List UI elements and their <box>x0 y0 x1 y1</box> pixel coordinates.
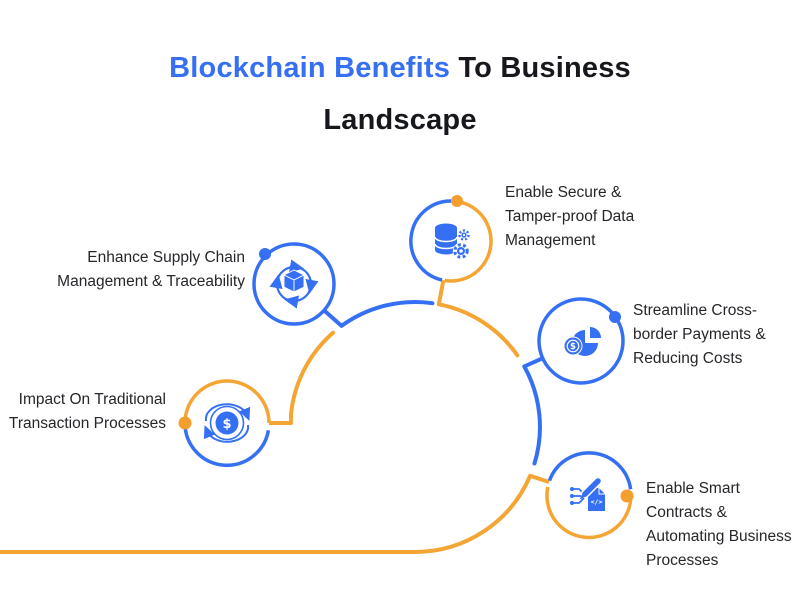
label-line: Enable Secure & <box>505 184 622 201</box>
pen-nib <box>579 492 587 500</box>
label-line: Enable Smart <box>646 480 740 497</box>
node-payments: $ <box>537 297 625 385</box>
curve-right-blue <box>522 356 545 466</box>
transactions-ring-blue <box>183 422 271 467</box>
gear-small <box>458 229 470 241</box>
cycle-arrows <box>269 259 319 309</box>
code-glyph: </> <box>591 498 603 506</box>
label-line: Processes <box>646 552 719 569</box>
node-supply-chain <box>252 242 336 326</box>
node-transactions: $ <box>178 379 271 467</box>
contract-code-pen-icon: </> <box>570 476 605 511</box>
curve-bottom-yellow <box>0 473 550 554</box>
gears <box>452 229 470 260</box>
database-gear-icon <box>434 223 470 260</box>
label-smart-contracts: Enable Smart Contracts & Automating Busi… <box>646 477 792 573</box>
document-fold <box>598 488 605 495</box>
node-data-management <box>409 195 493 283</box>
label-supply-chain: Enhance Supply Chain Management & Tracea… <box>57 246 245 294</box>
pie-chart-dollar-icon: $ <box>563 327 601 356</box>
label-line: Management & Traceability <box>57 273 245 290</box>
label-line: Management <box>505 232 596 249</box>
contracts-ring-yellow <box>545 486 633 540</box>
label-line: Contracts & <box>646 504 727 521</box>
label-line: Tamper-proof Data <box>505 208 635 225</box>
dollar-glyph: $ <box>222 417 231 432</box>
data-ring-blue <box>409 199 452 282</box>
coin-dollar-glyph: $ <box>570 342 576 352</box>
label-transactions: Impact On Traditional Transaction Proces… <box>9 388 166 436</box>
dollar-exchange-icon: $ <box>203 403 251 443</box>
page-title: Blockchain Benefits To Business Landscap… <box>0 42 800 146</box>
node-smart-contracts: </> <box>545 451 634 540</box>
label-line: border Payments & <box>633 326 766 343</box>
cube <box>282 269 306 293</box>
label-line: Impact On Traditional <box>18 391 166 408</box>
curve-topright-yellow <box>436 278 520 358</box>
gear-large <box>453 243 469 259</box>
swap-arrow-top <box>204 403 251 422</box>
label-line: Streamline Cross- <box>633 302 758 319</box>
pie-slice <box>590 327 601 338</box>
label-data-management: Enable Secure & Tamper-proof Data Manage… <box>505 181 634 253</box>
main-curve <box>0 278 550 554</box>
label-line: Reducing Costs <box>633 350 743 367</box>
data-management-dot <box>451 195 463 207</box>
title-line2: Landscape <box>323 104 477 136</box>
title-rest: To Business <box>458 52 631 84</box>
database-cylinder <box>434 223 458 255</box>
data-ring-yellow <box>444 199 493 283</box>
curve-topleft-blue <box>322 299 435 328</box>
transactions-dot <box>178 416 192 430</box>
payments-dot <box>609 311 621 323</box>
label-line: Automating Business <box>646 528 792 545</box>
cube-cycle-icon <box>269 259 319 309</box>
title-highlight: Blockchain Benefits <box>169 52 451 84</box>
transactions-ring-yellow <box>183 379 271 424</box>
label-line: Enhance Supply Chain <box>87 249 245 266</box>
curve-left-yellow <box>267 330 335 425</box>
pen-body <box>582 478 601 497</box>
contracts-dot <box>620 489 634 503</box>
label-line: Transaction Processes <box>8 415 166 432</box>
label-payments: Streamline Cross- border Payments & Redu… <box>633 299 766 371</box>
supply-chain-dot <box>259 248 271 260</box>
contracts-ring-blue <box>547 451 633 490</box>
swap-arrow-bottom <box>203 424 250 443</box>
